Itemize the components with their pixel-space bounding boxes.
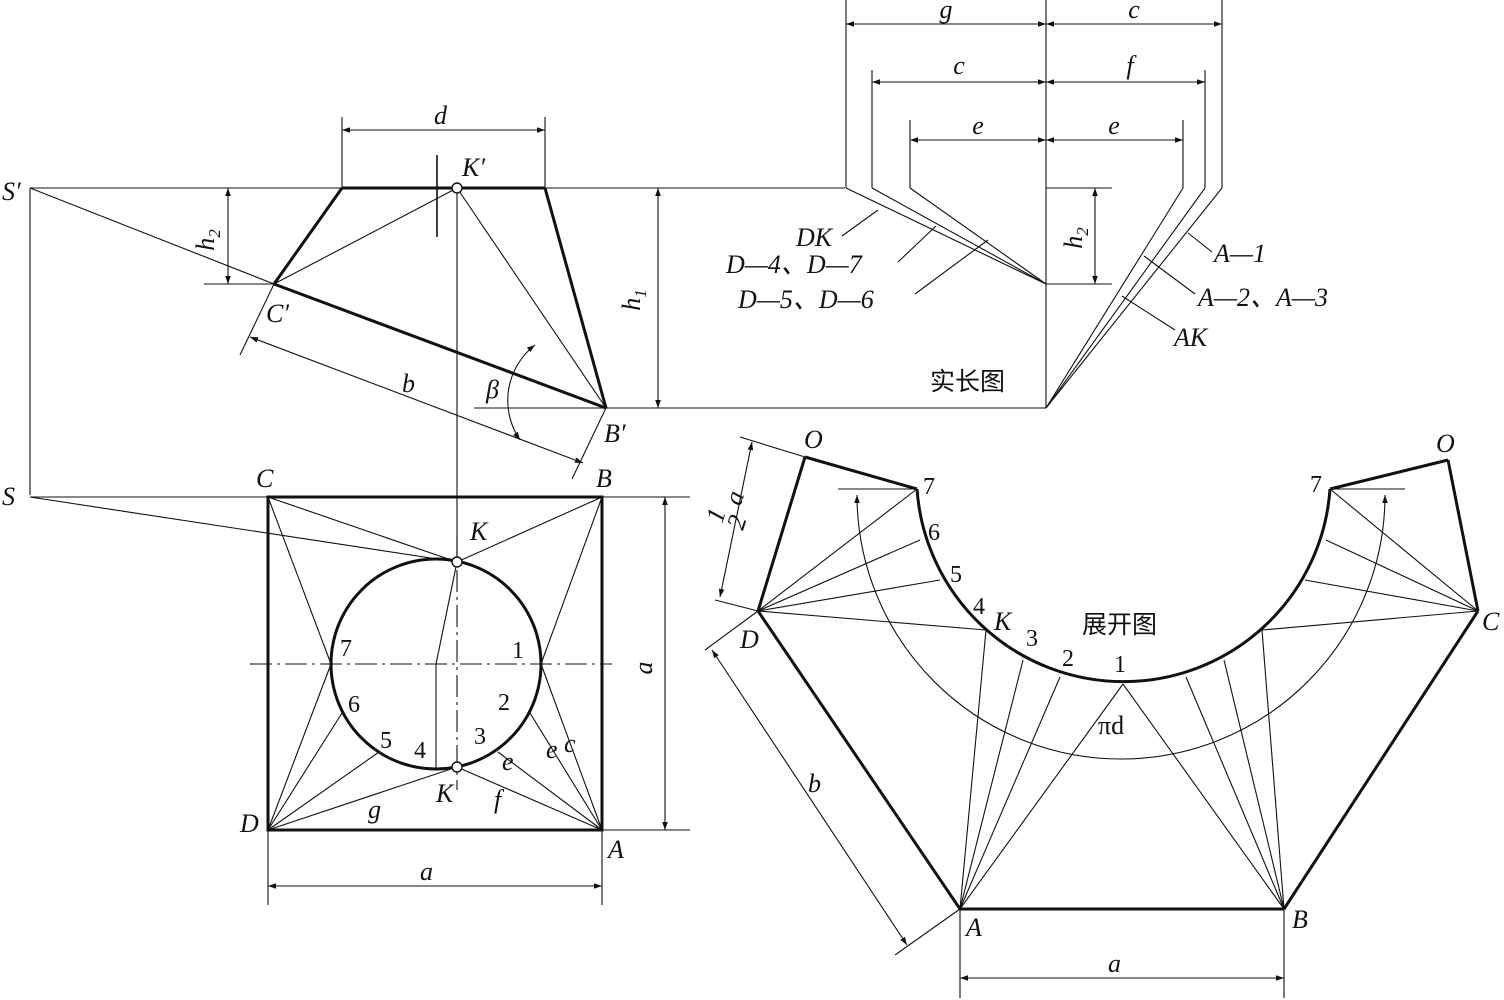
label-a2-a3: A—2、A—3 bbox=[1196, 283, 1328, 312]
development-view bbox=[704, 436, 1480, 998]
title-development: 展开图 bbox=[1082, 610, 1157, 639]
dev-point-6: 6 bbox=[928, 520, 940, 546]
label-k-prime: K′ bbox=[461, 153, 485, 182]
dim-c-label-mid: c bbox=[953, 51, 965, 80]
plan-line-e2: e bbox=[502, 747, 514, 776]
label-a1: A—1 bbox=[1212, 239, 1266, 268]
dim-a-label-bottom: a bbox=[420, 857, 433, 886]
dim-g-label-top: g bbox=[940, 0, 953, 24]
elevation-view bbox=[29, 117, 1046, 562]
dim-h2-label: h bbox=[191, 238, 220, 251]
dev-point-4: 4 bbox=[973, 594, 985, 620]
label-k-bottom: K bbox=[435, 779, 455, 808]
dev-dim-a-label: a bbox=[1108, 949, 1121, 978]
dim-d-label: d bbox=[434, 101, 448, 130]
plan-view bbox=[29, 495, 690, 905]
dim-f-label: f bbox=[1126, 51, 1137, 80]
label-k-top: K bbox=[469, 517, 489, 546]
label-b-prime: B′ bbox=[604, 419, 626, 448]
label-ak: AK bbox=[1172, 323, 1209, 352]
plan-point-1: 1 bbox=[512, 638, 524, 664]
plan-line-e1: e bbox=[546, 735, 558, 764]
dim-h2-sub: 2 bbox=[205, 229, 224, 238]
true-length-diagram bbox=[841, 0, 1223, 409]
dim-half-var: a bbox=[718, 487, 750, 508]
svg-text:h1: h1 bbox=[617, 289, 650, 311]
dev-point-5: 5 bbox=[950, 562, 962, 588]
plan-point-5: 5 bbox=[380, 728, 392, 754]
dev-point-1: 1 bbox=[1114, 652, 1126, 678]
dev-label-o-right: O bbox=[1436, 429, 1455, 458]
title-true-length: 实长图 bbox=[930, 367, 1005, 396]
dev-arc-label: πd bbox=[1098, 711, 1124, 740]
dev-point-7-left: 7 bbox=[923, 474, 935, 500]
dev-label-a: A bbox=[964, 913, 982, 942]
plan-line-c: c bbox=[564, 729, 576, 758]
label-d5-d6: D—5、D—6 bbox=[737, 285, 874, 314]
plan-point-7: 7 bbox=[340, 636, 352, 662]
dim-h2-sub-true: 2 bbox=[1073, 227, 1092, 236]
dim-c-label-top: c bbox=[1128, 0, 1140, 24]
label-c-prime: C′ bbox=[266, 299, 289, 328]
dev-label-c: C bbox=[1482, 607, 1500, 636]
label-s: S bbox=[2, 482, 15, 511]
label-b: B bbox=[596, 464, 612, 493]
angle-beta-label: β bbox=[485, 375, 499, 404]
label-c: C bbox=[256, 464, 274, 493]
label-d4-d7: D—4、D—7 bbox=[725, 250, 863, 279]
dev-label-d: D bbox=[739, 625, 759, 654]
svg-text:h2: h2 bbox=[191, 229, 224, 251]
dev-point-3: 3 bbox=[1026, 626, 1038, 652]
svg-text:h2: h2 bbox=[1059, 227, 1092, 249]
label-a: A bbox=[606, 835, 624, 864]
plan-point-3: 3 bbox=[474, 724, 486, 750]
plan-point-4: 4 bbox=[414, 738, 426, 764]
label-d: D bbox=[239, 809, 259, 838]
label-dk: DK bbox=[795, 223, 834, 252]
svg-text:a: a bbox=[718, 487, 750, 508]
dev-label-b: B bbox=[1292, 905, 1308, 934]
plan-point-6: 6 bbox=[348, 692, 360, 718]
dim-a-label-right: a bbox=[629, 662, 658, 675]
dim-e-label-right: e bbox=[1108, 111, 1120, 140]
dev-dim-b-label: b bbox=[808, 769, 821, 798]
dim-b-label-elevation: b bbox=[402, 369, 415, 398]
dim-h2-label-true: h bbox=[1059, 236, 1088, 249]
dim-h1-label: h bbox=[617, 298, 646, 311]
dev-label-k: K bbox=[993, 607, 1013, 636]
dev-point-2: 2 bbox=[1062, 646, 1074, 672]
label-s-prime: S′ bbox=[2, 177, 21, 206]
dev-point-7-right: 7 bbox=[1310, 472, 1322, 498]
dim-h1-sub: 1 bbox=[631, 289, 650, 298]
dev-label-o-left: O bbox=[804, 425, 823, 454]
plan-point-2: 2 bbox=[498, 690, 510, 716]
dim-e-label-left: e bbox=[972, 111, 984, 140]
plan-line-f: f bbox=[494, 785, 505, 814]
plan-line-g: g bbox=[368, 795, 381, 824]
